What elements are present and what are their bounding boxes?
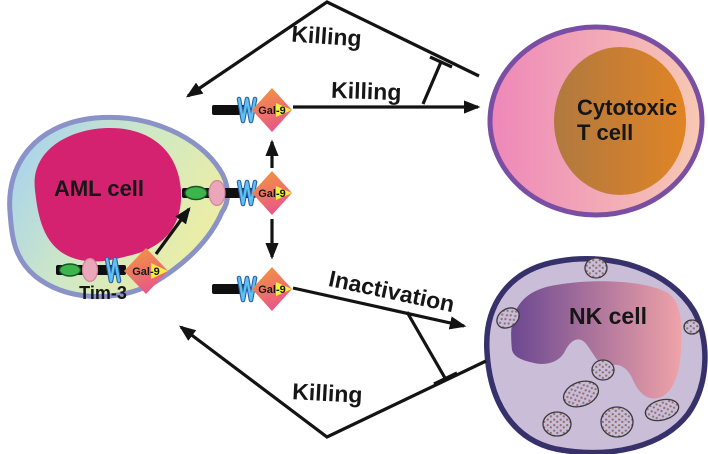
nk-granule — [562, 380, 600, 408]
coil-icon — [237, 97, 257, 123]
inhibition-tbar-cap — [429, 55, 453, 69]
soluble-gal9-top: Gal-9 — [212, 88, 292, 132]
nk-nucleus — [511, 281, 682, 399]
receptor-pink-domain — [208, 179, 226, 207]
soluble-gal9-bottom: Gal-9 — [212, 267, 292, 311]
gal9-label: Gal-9 — [258, 188, 286, 200]
t-cell-label-line1: Cytotoxic — [577, 95, 677, 120]
nk-granule — [600, 406, 634, 438]
edge-labels: Killing Killing Inactivation Killing — [291, 21, 457, 408]
coil-icon — [237, 180, 257, 206]
nk-cell: NK cell — [484, 256, 708, 454]
inhibition-tbar-stem — [421, 61, 443, 105]
tim3-gal9-complex-intracellular: Gal-9 Tim-3 — [56, 248, 168, 303]
t-cell-nucleus — [554, 47, 686, 195]
receptor-stalk-bar — [212, 284, 246, 294]
inactivation-arrow — [292, 286, 467, 330]
inhibition-tbar-cap — [433, 371, 458, 386]
gal9-diamond — [252, 171, 292, 215]
gal9-label: Gal-9 — [258, 284, 286, 296]
nk-granule — [644, 398, 680, 422]
nk-granule — [591, 359, 615, 381]
coil-icon — [105, 257, 121, 283]
aml-cell: AML cell — [7, 114, 230, 300]
nk-granule — [496, 307, 520, 329]
gal9-diamond-yellow-tip — [276, 186, 292, 200]
receptor-green-domain — [58, 263, 82, 277]
gal9-diamond — [252, 267, 292, 311]
killing-top-label: Killing — [291, 21, 363, 52]
gal9-diamond-yellow-tip — [276, 103, 292, 117]
killing-nk-to-aml-arrow — [179, 325, 487, 439]
gal9-diamond — [252, 88, 292, 132]
gal9-diamond-yellow-tip — [151, 263, 168, 279]
coil-icon — [237, 276, 257, 302]
receptor-green-domain — [184, 185, 208, 201]
gal9-diamond-yellow-tip — [276, 282, 292, 296]
nk-granules — [496, 257, 701, 438]
gal9-label: Gal-9 — [132, 266, 160, 278]
tim3-label: Tim-3 — [79, 283, 127, 303]
killing-mid-label: Killing — [331, 77, 402, 105]
t-cell-label-line2: T cell — [577, 120, 633, 145]
aml-cell-label: AML cell — [54, 176, 144, 201]
aml-nucleus — [34, 128, 182, 262]
tim3-to-membrane-arrow — [154, 206, 191, 255]
inhibition-tbar-stem — [405, 311, 447, 379]
receptor-pink-domain — [81, 257, 99, 283]
gal9-diamond — [124, 248, 168, 294]
nk-granule — [542, 411, 572, 437]
killing-t-to-aml-arrow — [185, 0, 480, 98]
receptor-stalk-bar — [212, 105, 246, 115]
nk-granule — [683, 319, 701, 335]
tim3-gal9-complex-membrane: Gal-9 — [182, 171, 292, 215]
cytotoxic-t-cell: Cytotoxic T cell — [487, 24, 705, 218]
nk-granule — [584, 257, 608, 279]
edges — [154, 0, 487, 439]
killing-bottom-label: Killing — [292, 378, 364, 408]
nk-cell-label: NK cell — [569, 303, 647, 329]
gal9-label: Gal-9 — [258, 105, 286, 117]
